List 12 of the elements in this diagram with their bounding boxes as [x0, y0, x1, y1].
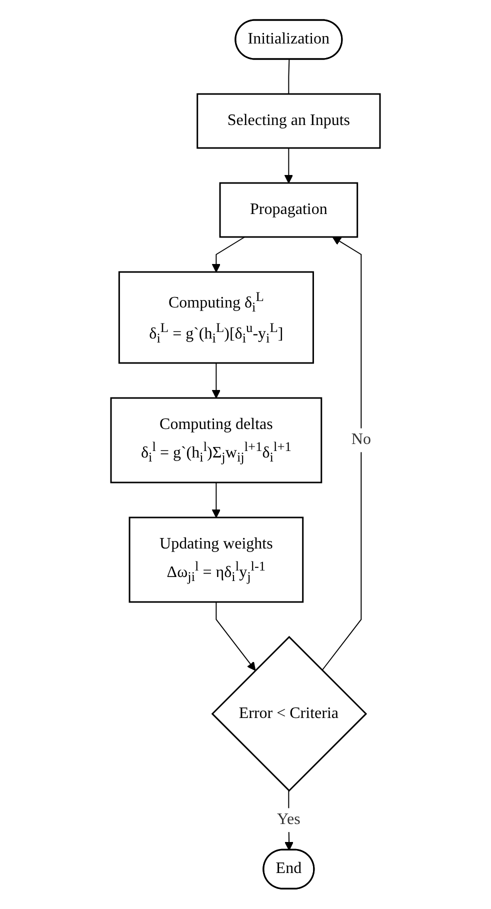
arrow: [322, 236, 362, 672]
arrow: [212, 482, 221, 518]
node-box: Selecting an Inputs: [196, 93, 381, 149]
connector: [288, 59, 290, 95]
arrow: [212, 362, 221, 399]
node-diamond: Error < Criteria: [211, 636, 368, 792]
arrow: [216, 602, 256, 671]
arrow: [284, 148, 294, 184]
edge-label: No: [351, 431, 371, 448]
arrow: [212, 236, 246, 273]
edge-label: Yes: [277, 811, 300, 828]
node-box: Propagation: [219, 182, 358, 238]
